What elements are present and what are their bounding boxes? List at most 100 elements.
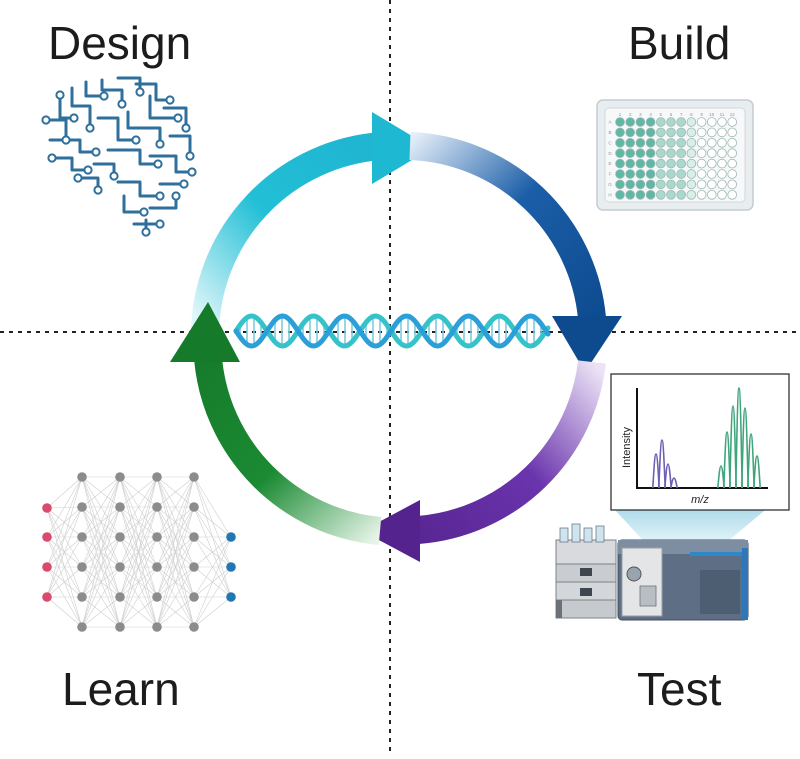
plate-row-label: F — [609, 172, 612, 177]
nn-hidden-node — [152, 562, 162, 572]
plate-well — [615, 117, 625, 127]
spectrum-peak — [670, 477, 678, 489]
learn-label: Learn — [62, 663, 180, 715]
plate-well — [686, 190, 697, 200]
nn-hidden-node — [77, 472, 87, 482]
plate-well — [615, 138, 625, 148]
circuit-node — [155, 139, 165, 149]
plate-well — [625, 179, 635, 190]
plate-well — [696, 138, 707, 148]
plate-well — [666, 117, 676, 127]
circuit-trace — [44, 118, 68, 142]
plate-well — [625, 158, 635, 169]
test-arrowhead — [362, 500, 420, 562]
plate-well — [676, 158, 686, 169]
plate-well — [645, 169, 656, 179]
nn-hidden-node — [77, 592, 87, 602]
circuit-node — [173, 113, 183, 123]
plate-well — [625, 138, 635, 148]
nn-hidden-node — [189, 562, 199, 572]
circuit-node — [47, 153, 57, 163]
nn-input-node — [42, 503, 52, 513]
plate-well — [706, 127, 717, 138]
neural-network-edges — [46, 476, 232, 628]
circuit-trace — [162, 106, 188, 130]
circuit-node — [117, 99, 127, 109]
plate-well — [655, 138, 666, 148]
circuit-node — [187, 167, 197, 177]
plate-well — [655, 190, 666, 200]
plate-row-label: G — [608, 182, 612, 187]
nn-edge — [119, 476, 158, 538]
plate-well — [635, 169, 646, 179]
plate-well — [706, 148, 717, 159]
circuit-node — [85, 123, 95, 133]
plate-well — [666, 169, 676, 179]
nn-hidden-node — [152, 622, 162, 632]
plate-well — [635, 117, 646, 127]
nn-edge — [119, 476, 158, 628]
circuit-node — [139, 207, 149, 217]
learn-arc — [194, 356, 382, 545]
nn-edge — [81, 476, 121, 508]
nn-output-node — [226, 532, 236, 542]
brain-circuit-icon — [41, 76, 197, 237]
plate-column-label: 4 — [649, 112, 652, 117]
plate-well — [686, 117, 697, 127]
spectrum-peak — [723, 431, 731, 489]
plate-well — [727, 179, 737, 190]
plate-well — [717, 148, 727, 159]
circuit-trace — [58, 93, 76, 120]
plate-well — [676, 138, 686, 148]
spectrum-peak — [747, 433, 755, 489]
nn-edge — [156, 506, 195, 628]
mass-spectrometer-icon — [555, 510, 765, 621]
circuit-trace — [106, 148, 160, 166]
plate-well — [706, 169, 717, 179]
plate-row-label: E — [608, 161, 611, 166]
plate-well — [666, 148, 676, 159]
nn-edge — [119, 596, 158, 628]
circuit-node — [185, 151, 195, 161]
spectrum-peak — [753, 455, 761, 489]
plate-well — [666, 127, 676, 138]
plate-well — [727, 117, 737, 127]
nn-edge — [46, 596, 83, 628]
circuit-trace — [84, 80, 106, 98]
plate-well — [727, 127, 737, 138]
nn-hidden-node — [152, 502, 162, 512]
plate-well — [645, 190, 656, 200]
nn-hidden-node — [152, 592, 162, 602]
spectrum-peak — [741, 407, 749, 489]
nn-edge — [46, 476, 83, 568]
plate-well — [717, 138, 727, 148]
circuit-node — [99, 91, 109, 101]
plate-well — [645, 138, 656, 148]
build-arc — [409, 132, 606, 320]
plate-row-label: H — [608, 192, 611, 197]
nn-input-node — [42, 562, 52, 572]
circuit-node — [55, 90, 65, 100]
nn-edge — [119, 476, 158, 508]
plate-well — [696, 169, 707, 179]
nn-edge — [81, 476, 121, 628]
nn-edge — [46, 536, 83, 598]
plate-well — [655, 179, 666, 190]
nn-edge — [193, 536, 232, 598]
plate-well — [717, 169, 727, 179]
nn-edge — [81, 596, 121, 628]
circuit-node — [153, 159, 163, 169]
plate-well — [635, 148, 646, 159]
circuit-node — [61, 135, 71, 145]
plate-well — [615, 179, 625, 190]
plate-well — [686, 158, 697, 169]
plate-well — [706, 190, 717, 200]
build-arrowhead — [552, 316, 622, 372]
plate-well — [676, 117, 686, 127]
plate-well — [706, 117, 717, 127]
plate-well — [615, 169, 625, 179]
plate-column-label: 3 — [639, 112, 642, 117]
plate-well — [706, 158, 717, 169]
nn-edge — [119, 476, 158, 568]
nn-edge — [193, 596, 232, 628]
